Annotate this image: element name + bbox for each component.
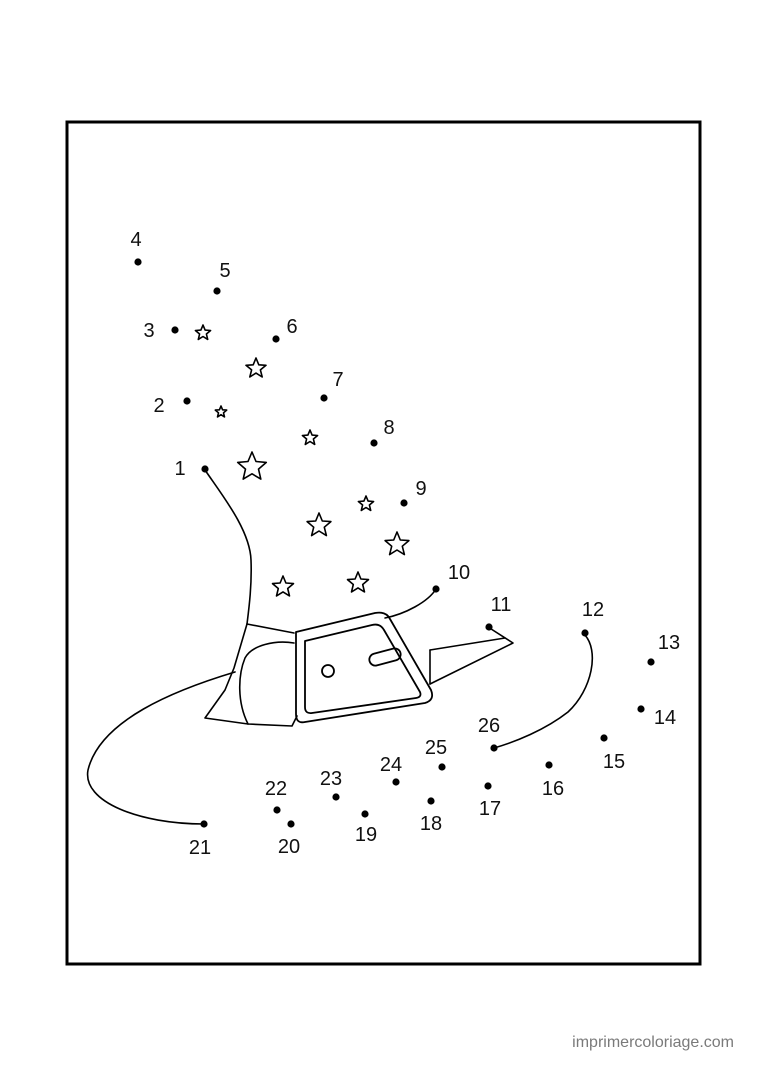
dot-number-label: 6: [286, 316, 297, 338]
dot-number-label: 12: [582, 599, 604, 621]
page-frame: [65, 120, 702, 966]
dot-point: [171, 326, 179, 334]
dot-point: [320, 394, 328, 402]
dot-number-label: 26: [478, 715, 500, 737]
dot-number-label: 7: [332, 369, 343, 391]
dot-number-label: 4: [130, 229, 141, 251]
star-icon: [245, 357, 267, 378]
dot-number-label: 9: [415, 478, 426, 500]
dot-number-label: 15: [603, 751, 625, 773]
dot-point: [490, 744, 498, 752]
dot-point: [400, 499, 408, 507]
dot-number-label: 22: [265, 778, 287, 800]
dot-point: [484, 782, 492, 790]
dot-point: [485, 623, 493, 631]
dot-point: [370, 439, 378, 447]
star-icon: [301, 429, 319, 446]
dot-number-label: 13: [658, 632, 680, 654]
dot-number-label: 24: [380, 754, 402, 776]
dot-point: [427, 797, 435, 805]
dot-number-label: 1: [174, 458, 185, 480]
dot-number-label: 25: [425, 737, 447, 759]
buckle-icon: [295, 611, 434, 724]
dot-point: [287, 820, 295, 828]
dot-point: [392, 778, 400, 786]
dot-number-label: 17: [479, 798, 501, 820]
dot-point: [600, 734, 608, 742]
star-icon: [214, 405, 228, 418]
dot-point: [581, 629, 589, 637]
hat-outline: [86, 469, 593, 825]
dot-point: [213, 287, 221, 295]
dot-number-label: 16: [542, 778, 564, 800]
dot-number-label: 18: [420, 813, 442, 835]
dot-point: [273, 806, 281, 814]
dot-number-label: 19: [355, 824, 377, 846]
dot-point: [647, 658, 655, 666]
dot-point: [183, 397, 191, 405]
watermark-text: imprimercoloriage.com: [572, 1034, 734, 1051]
stars-decoration: [194, 324, 410, 597]
dot-number-label: 5: [219, 260, 230, 282]
dot-point: [332, 793, 340, 801]
star-icon: [357, 495, 375, 512]
dot-point: [637, 705, 645, 713]
dot-number-label: 2: [153, 395, 164, 417]
dot-number-label: 10: [448, 562, 470, 584]
dot-number-label: 23: [320, 768, 342, 790]
dot-point: [438, 763, 446, 771]
dot-number-label: 3: [143, 320, 154, 342]
dot-point: [134, 258, 142, 266]
dot-number-label: 21: [189, 837, 211, 859]
star-icon: [194, 324, 212, 341]
dot-number-label: 14: [654, 707, 676, 729]
dot-number-label: 8: [383, 417, 394, 439]
dot-point: [361, 810, 369, 818]
dot-point: [432, 585, 440, 593]
dot-number-label: 11: [491, 594, 512, 616]
star-icon: [271, 575, 295, 597]
dot-point: [545, 761, 553, 769]
star-icon: [346, 571, 370, 593]
dot-number-label: 20: [278, 836, 300, 858]
star-icon: [236, 451, 268, 480]
dot-point: [200, 820, 208, 828]
dot-point: [272, 335, 280, 343]
dot-point: [201, 465, 209, 473]
star-icon: [306, 512, 332, 537]
star-icon: [384, 531, 410, 556]
